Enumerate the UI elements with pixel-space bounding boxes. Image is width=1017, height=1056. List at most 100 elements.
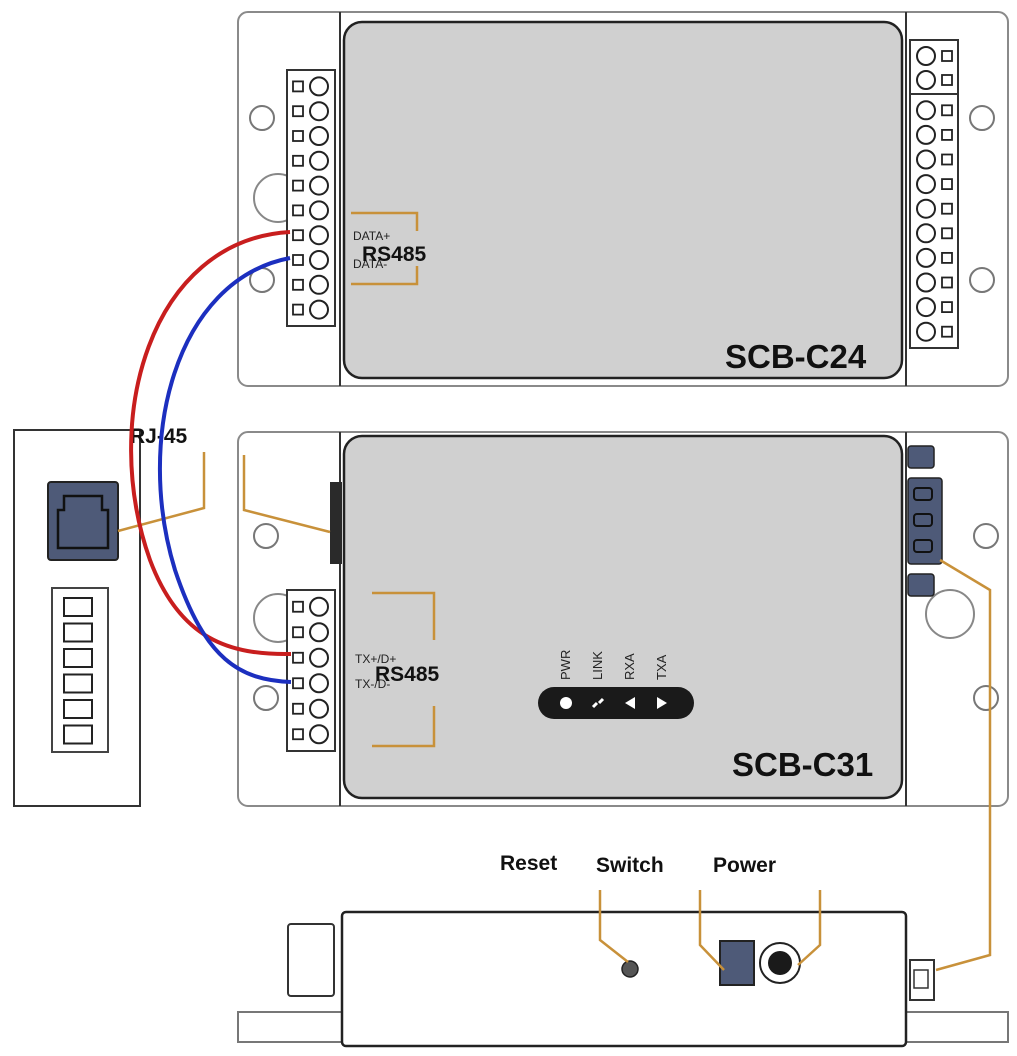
reset-button[interactable]	[621, 960, 639, 978]
terminal-screw[interactable]	[916, 46, 936, 66]
terminal-screw[interactable]	[916, 223, 936, 244]
terminal-screw[interactable]	[309, 724, 329, 745]
terminal-screw[interactable]	[309, 150, 329, 171]
pin-label-data-neg: DATA-	[353, 257, 387, 271]
terminal-screw[interactable]	[916, 174, 936, 195]
port-label-rs485-top: RS485	[362, 243, 427, 266]
triangle-right-icon	[657, 697, 667, 709]
terminal-slot	[292, 677, 304, 690]
terminal-slot	[292, 179, 304, 192]
terminal-slot	[292, 626, 304, 639]
terminal-slot	[941, 227, 953, 240]
side-connector	[907, 573, 935, 597]
connector-pin	[913, 487, 933, 501]
terminal-screw[interactable]	[309, 250, 329, 270]
led-label-pwr: PWR	[558, 650, 573, 680]
terminal-screw[interactable]	[309, 698, 329, 719]
side-tab-left	[287, 923, 335, 997]
terminal-frame	[286, 589, 336, 752]
terminal-screw[interactable]	[309, 647, 329, 668]
terminal-slot	[292, 254, 304, 266]
mount-slot	[925, 589, 975, 639]
terminal-slot	[941, 153, 953, 166]
port-label-rs485-middle: RS485	[375, 663, 440, 686]
terminal-screw[interactable]	[916, 321, 936, 342]
terminal-screw[interactable]	[916, 149, 936, 170]
reset-label: Reset	[500, 852, 557, 875]
triangle-left-icon	[625, 697, 635, 709]
power-label: Power	[713, 854, 776, 877]
circle-icon	[560, 697, 572, 709]
connector-pin	[913, 539, 933, 553]
terminal-screw[interactable]	[309, 175, 329, 196]
mount-hole	[973, 523, 999, 549]
terminal-screw[interactable]	[309, 225, 329, 246]
terminal-slot	[292, 651, 304, 664]
terminal-screw[interactable]	[309, 76, 329, 97]
terminal-slot	[292, 80, 304, 93]
mount-hole	[973, 685, 999, 711]
terminal-screw[interactable]	[309, 299, 329, 320]
terminal-slot	[292, 278, 304, 291]
led-label-rxa: RXA	[622, 653, 637, 680]
terminal-slots	[63, 597, 93, 745]
terminal-block	[909, 39, 959, 97]
terminal-slot	[63, 597, 93, 617]
device-left-ethernet: RJ-45	[13, 425, 206, 807]
link-icon	[591, 697, 605, 709]
led-label-link: LINK	[590, 651, 605, 680]
pin-label-tx-pos: TX+/D+	[355, 652, 396, 666]
side-connector	[907, 445, 935, 469]
device-side-view: Reset Switch Power	[237, 852, 1009, 1048]
mount-hole	[253, 685, 279, 711]
terminal-screw[interactable]	[916, 247, 936, 268]
mount-hole	[969, 267, 995, 293]
model-label-scb-c24: SCB-C24	[725, 338, 867, 375]
terminal-slot	[292, 154, 304, 167]
terminal-slot	[941, 202, 953, 215]
terminal-slot	[63, 673, 93, 694]
terminal-screw[interactable]	[916, 70, 936, 90]
terminal-slot	[292, 204, 304, 217]
mount-hole	[249, 105, 275, 131]
terminal-block	[286, 69, 336, 327]
terminal-screw[interactable]	[916, 198, 936, 219]
terminal-slot	[292, 600, 304, 613]
mount-hole	[253, 523, 279, 549]
led-bar	[538, 687, 694, 719]
terminal-screw[interactable]	[916, 124, 936, 145]
terminal-slot	[63, 724, 93, 745]
pin-label-tx-neg: TX-/D-	[355, 677, 390, 691]
mount-hole	[969, 105, 995, 131]
terminal-screw[interactable]	[309, 673, 329, 694]
terminal-slot	[292, 105, 304, 118]
terminal-slot	[941, 325, 953, 338]
terminal-screw[interactable]	[309, 596, 329, 617]
device-housing	[342, 20, 904, 380]
power-switch[interactable]	[719, 940, 755, 986]
terminal-slot	[292, 702, 304, 715]
port-label-rj45: RJ-45	[130, 425, 188, 448]
terminal-screw[interactable]	[916, 100, 936, 121]
rj45-socket-icon	[56, 494, 110, 550]
terminal-screw[interactable]	[309, 274, 329, 295]
terminal-slot	[292, 130, 304, 142]
terminal-screw[interactable]	[916, 297, 936, 318]
terminal-slot	[941, 104, 953, 117]
connector-pin	[913, 513, 933, 527]
switch-label: Switch	[596, 854, 664, 877]
terminal-screw[interactable]	[309, 622, 329, 643]
terminal-screw[interactable]	[309, 200, 329, 221]
terminal-slot	[941, 50, 953, 62]
side-body	[340, 910, 908, 1048]
terminal-slot	[292, 229, 304, 242]
terminal-slot	[292, 728, 304, 741]
terminal-screw[interactable]	[916, 272, 936, 293]
model-label-scb-c31: SCB-C31	[732, 746, 873, 783]
terminal-screw[interactable]	[309, 126, 329, 146]
terminal-block	[286, 589, 336, 752]
wire-positive	[129, 230, 292, 657]
terminal-frame	[909, 39, 959, 97]
terminal-screw[interactable]	[309, 101, 329, 122]
